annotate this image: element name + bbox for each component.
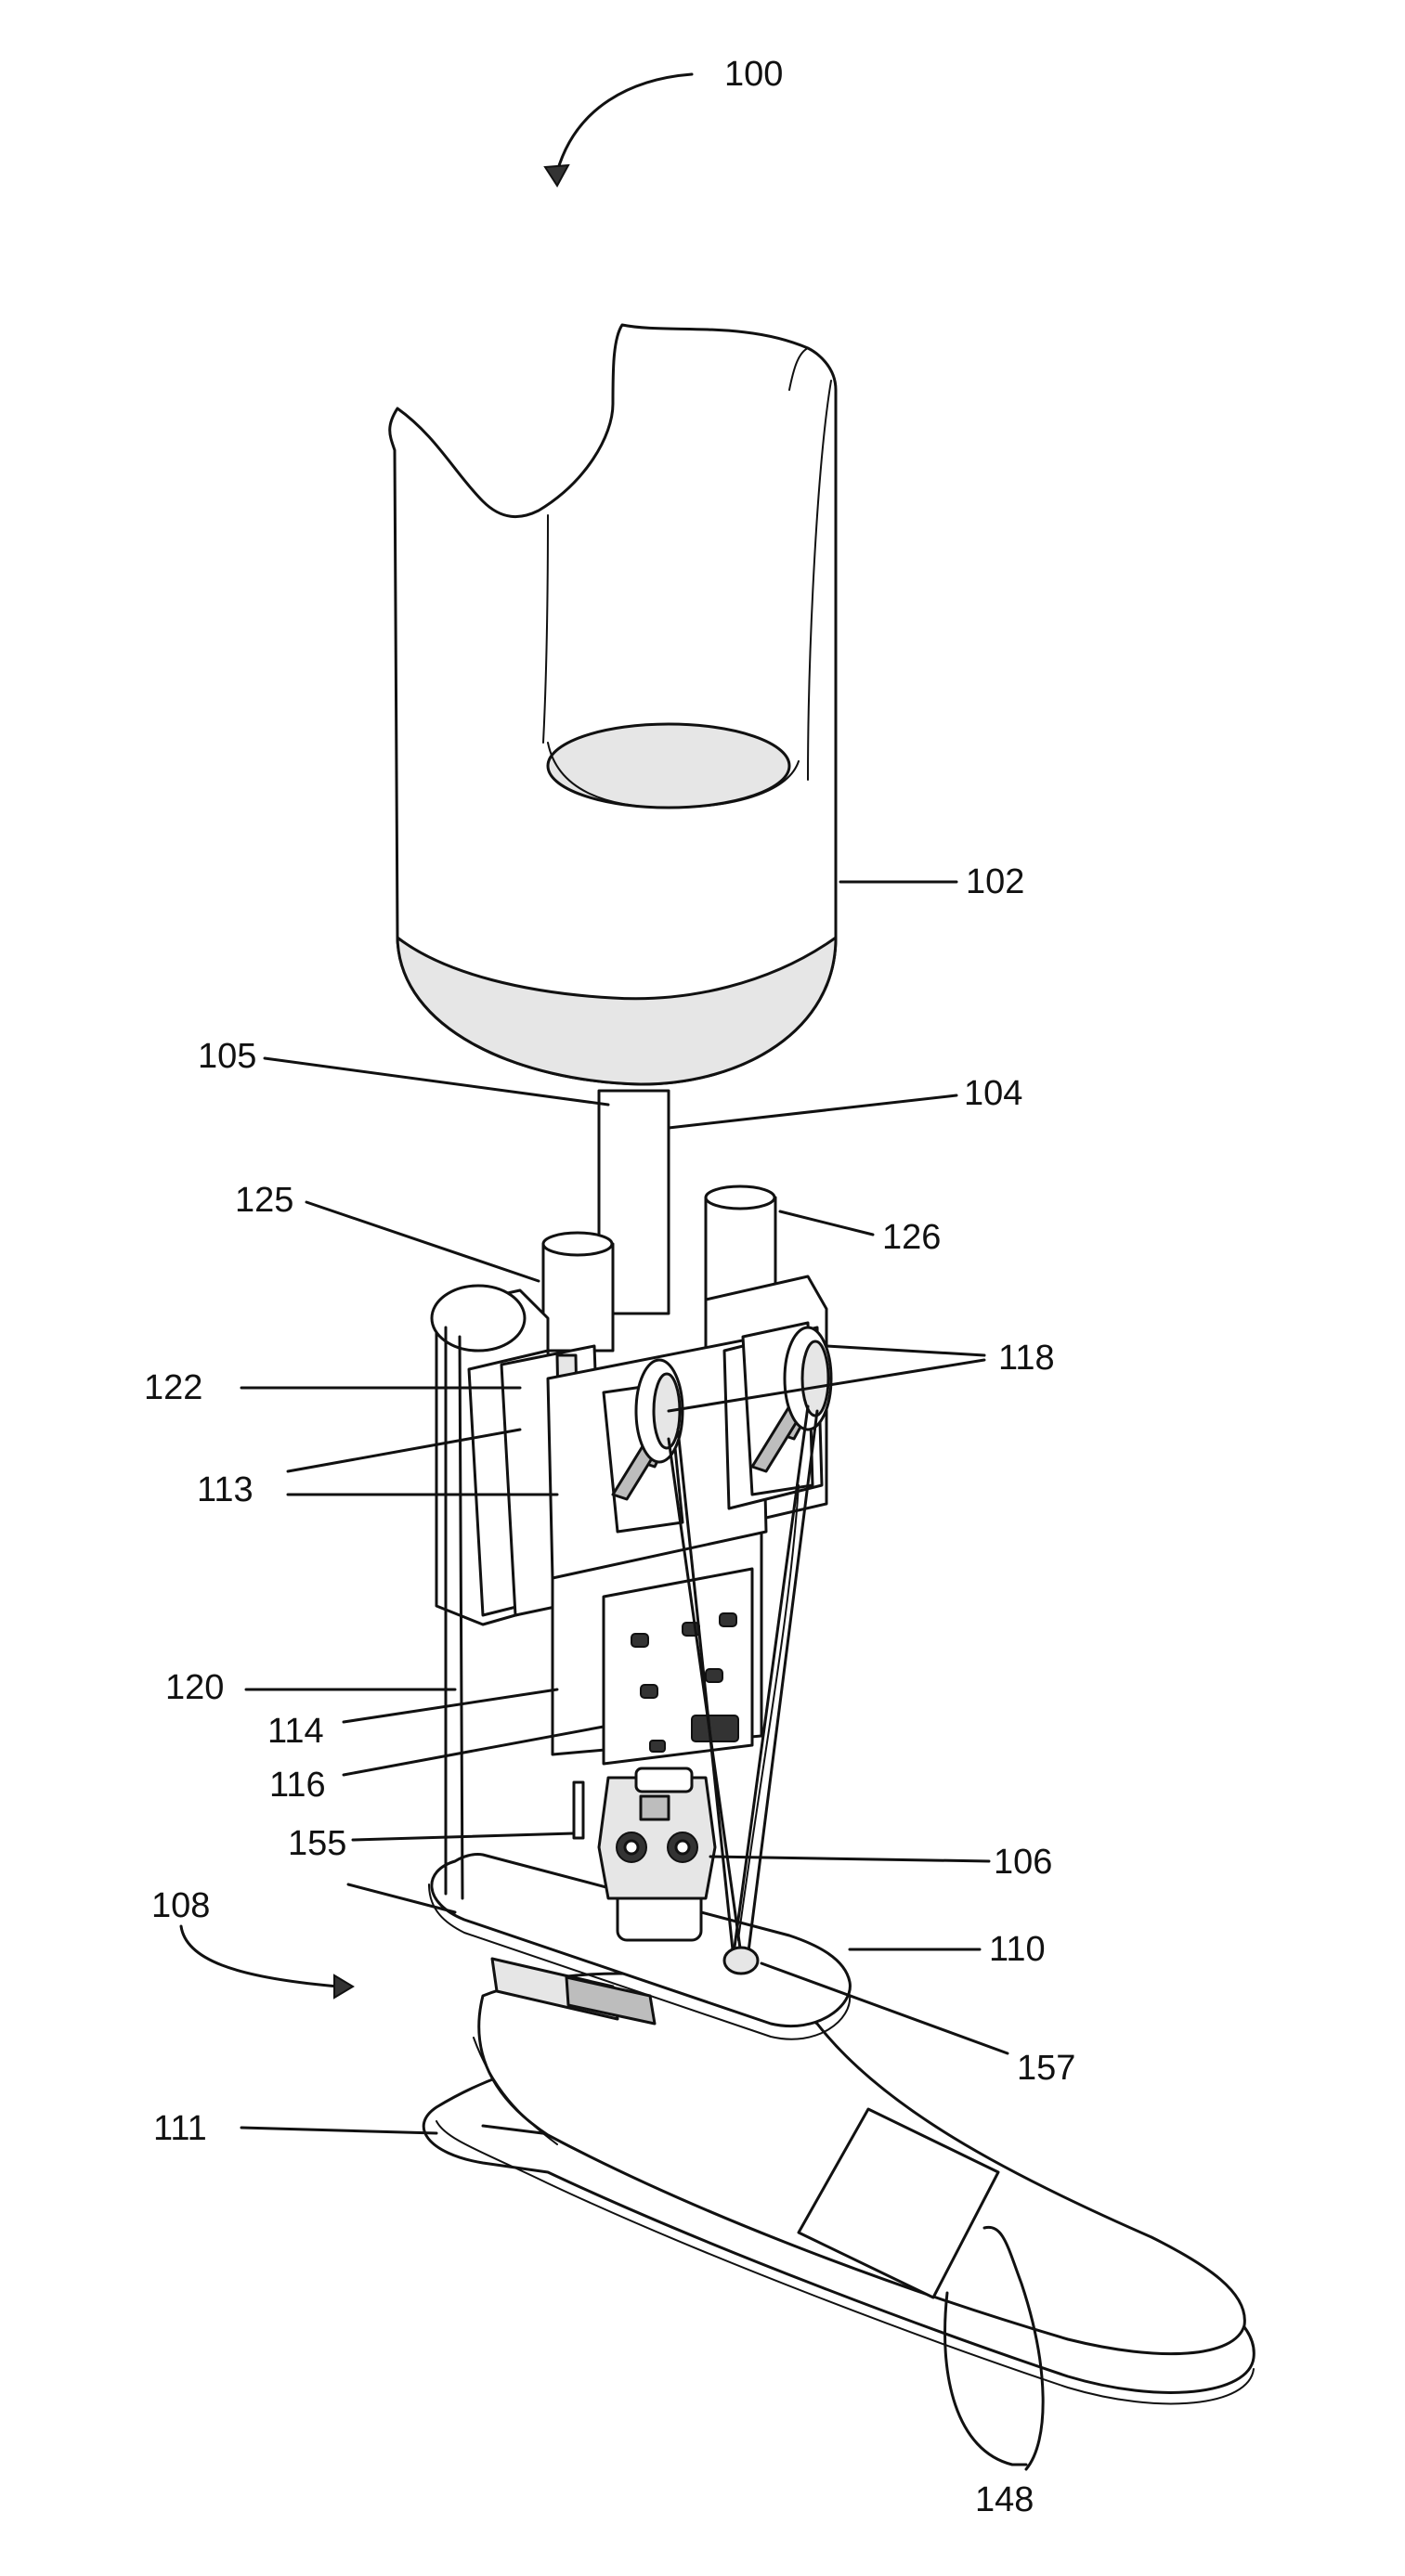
label-113: 113 — [197, 1470, 254, 1509]
label-116: 116 — [269, 1766, 326, 1805]
label-120: 120 — [165, 1668, 224, 1707]
socket — [390, 325, 836, 1084]
label-100: 100 — [724, 55, 783, 94]
label-108: 108 — [151, 1886, 210, 1925]
left-anchor-post — [574, 1782, 583, 1838]
label-102: 102 — [966, 862, 1024, 901]
label-125: 125 — [235, 1181, 293, 1220]
label-111: 111 — [153, 2109, 207, 2148]
label-148: 148 — [975, 2480, 1034, 2519]
label-114: 114 — [267, 1712, 324, 1751]
label-155: 155 — [288, 1824, 346, 1863]
label-118: 118 — [998, 1339, 1055, 1378]
circuit-board — [604, 1569, 752, 1764]
ankle-joint — [599, 1768, 715, 1940]
label-122: 122 — [144, 1368, 202, 1407]
left-actuator — [543, 1233, 613, 1351]
label-104: 104 — [964, 1074, 1022, 1113]
label-126: 126 — [882, 1218, 941, 1257]
label-110: 110 — [989, 1930, 1046, 1969]
label-105: 105 — [198, 1037, 256, 1076]
label-157: 157 — [1017, 2049, 1075, 2088]
label-106: 106 — [994, 1843, 1052, 1882]
